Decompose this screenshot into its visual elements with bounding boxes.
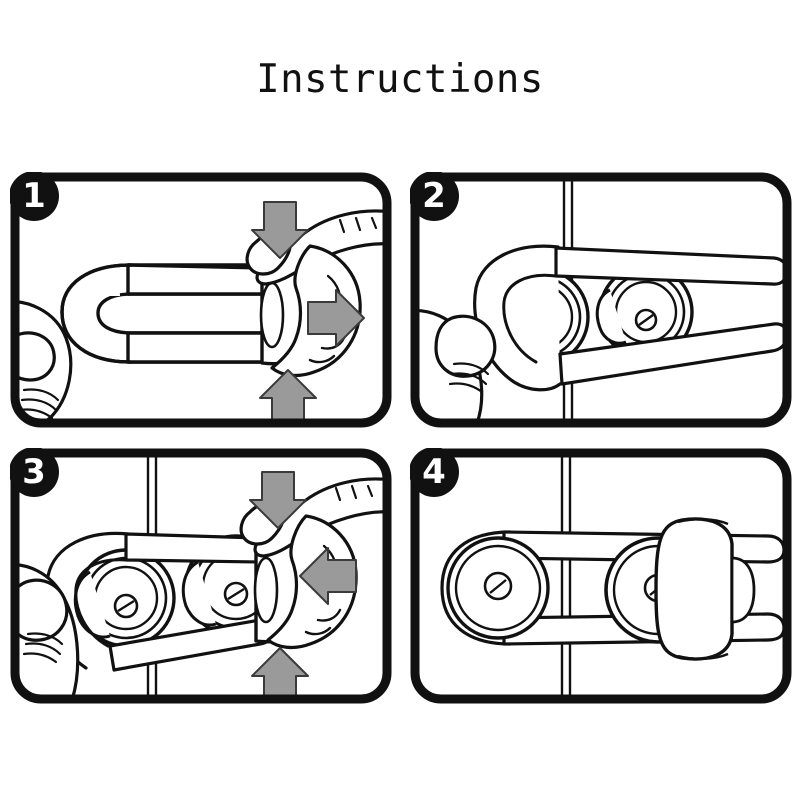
page-title: Instructions [256, 57, 544, 102]
panel-2-artwork: 2 [410, 172, 792, 428]
panel-step-1: Hold the U-shaped lock body and squeeze … [10, 172, 392, 428]
panel-1-artwork: 1 [10, 172, 392, 428]
lock-body-placed [473, 244, 787, 392]
panel-1-step-badge: 1 [10, 172, 59, 221]
release-button [730, 556, 756, 624]
cabinet-door-seam [560, 453, 572, 699]
panel-1-scene [15, 177, 387, 423]
arrow-down-top [251, 201, 309, 259]
panel-3-artwork: 3 [10, 448, 392, 704]
panel-3-step-number: 3 [22, 452, 46, 492]
panel-2-scene [415, 177, 787, 423]
cabinet-knob-right [595, 264, 694, 360]
panel-3-border [10, 448, 392, 704]
panel-1-border [10, 172, 392, 428]
panel-2-step-number: 2 [422, 176, 446, 216]
panel-4-step-number: 4 [422, 452, 446, 492]
arrow-left-side [299, 547, 357, 605]
panel-4-artwork: 4 [410, 448, 792, 704]
panel-1-arrows [251, 201, 365, 423]
panel-3-scene [15, 453, 387, 699]
cabinet-knob-left [446, 536, 550, 640]
cabinet-knob-left [73, 548, 176, 648]
panel-4-scene [415, 453, 787, 699]
panel-2-step-badge: 2 [410, 172, 459, 221]
panel-step-2: Place the lock arms over the two cabinet… [410, 172, 792, 428]
latch-clasp-closed [654, 517, 756, 661]
arrow-right-side [307, 289, 365, 347]
panel-4-step-badge: 4 [410, 448, 459, 497]
panel-1-step-number: 1 [22, 176, 46, 216]
panel-step-3: Squeeze the clasp again and press it clo… [10, 448, 392, 704]
panel-step-4: The lock is installed and secures both k… [410, 448, 792, 704]
arrow-down-top [249, 471, 307, 529]
panel-3-arrows [249, 471, 357, 699]
panel-2-border [410, 172, 792, 428]
panel-3-step-badge: 3 [10, 448, 59, 497]
panel-4-border [410, 448, 792, 704]
